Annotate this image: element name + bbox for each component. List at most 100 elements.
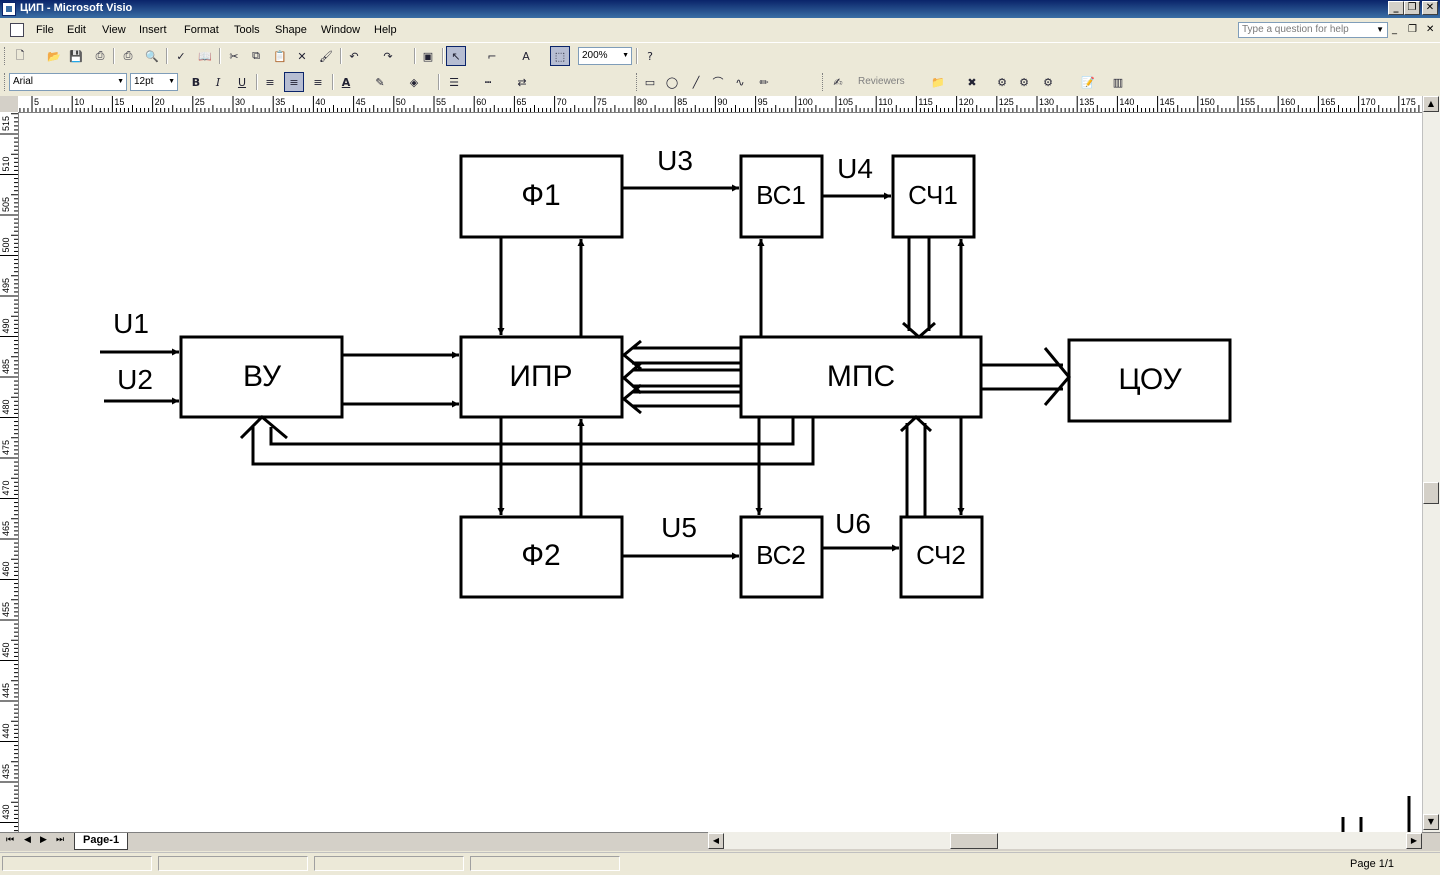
freeform-tool-icon[interactable]: ∿ [735, 75, 745, 89]
arc-tool-icon[interactable]: ⌒ [712, 76, 724, 89]
next-page-icon[interactable]: ▶ [40, 835, 47, 845]
align-left-icon[interactable]: ≡ [265, 75, 275, 89]
horizontal-scrollbar[interactable]: ◀ ▶ [708, 832, 1422, 849]
text-tool-icon[interactable]: A [522, 49, 530, 63]
toolbar-grip[interactable] [822, 73, 826, 91]
restore-button[interactable]: ❐ [1404, 1, 1420, 15]
delete-markup-icon[interactable]: ✖ [967, 75, 977, 89]
line-color-icon[interactable]: ✎ [375, 75, 385, 89]
menu-help[interactable]: Help [374, 24, 397, 36]
connector-tool-icon[interactable]: ⌐ [487, 49, 497, 63]
block-sch1[interactable] [891, 154, 976, 239]
vertical-scrollbar[interactable]: ▲ ▼ [1422, 96, 1440, 832]
open-icon[interactable]: 📂 [47, 49, 61, 63]
tab-page-1[interactable]: Page-1 [74, 833, 129, 850]
reviewers-dropdown[interactable]: Reviewers [858, 76, 905, 87]
line-tool-icon[interactable]: ╱ [692, 75, 700, 89]
line-weight-icon[interactable]: ☰ [449, 75, 459, 89]
print-preview-icon[interactable]: 🔍 [145, 49, 159, 63]
ellipse-tool-icon[interactable]: ◯ [665, 75, 679, 89]
bus-mps-tsou[interactable] [981, 347, 1071, 406]
redo-icon[interactable]: ↷ [383, 49, 393, 63]
bus-sch2-mps[interactable] [899, 414, 933, 517]
doc-minimize-button[interactable]: _ [1392, 24, 1397, 35]
track-markup-icon[interactable]: 📝 [1081, 75, 1095, 89]
last-page-icon[interactable]: ⏭ [56, 835, 65, 845]
align-right-icon[interactable]: ≡ [313, 75, 323, 89]
vertical-scroll-thumb[interactable] [1423, 482, 1439, 504]
menu-tools[interactable]: Tools [234, 24, 260, 36]
fill-color-icon[interactable]: ◈ [409, 75, 419, 89]
bus-mps-ipr-2[interactable] [621, 361, 741, 395]
menu-shape[interactable]: Shape [275, 24, 307, 36]
underline-button[interactable]: U [237, 75, 247, 89]
prev-markup-icon[interactable]: ⚙ [997, 75, 1007, 89]
block-mps[interactable] [739, 335, 983, 419]
shapes-icon[interactable]: ▣ [422, 49, 434, 63]
horizontal-scroll-thumb[interactable] [950, 833, 998, 849]
visio-app-icon[interactable] [2, 2, 16, 16]
first-page-icon[interactable]: ⏮ [6, 835, 15, 845]
close-button[interactable]: ✕ [1422, 1, 1438, 15]
scroll-down-icon[interactable]: ▼ [1423, 814, 1439, 830]
zoom-arrow-icon[interactable]: ▼ [622, 52, 629, 59]
line-ends-icon[interactable]: ⇄ [517, 75, 527, 89]
print-icon[interactable]: ⎙ [123, 49, 133, 62]
bold-button[interactable]: B [191, 75, 201, 89]
menu-view[interactable]: View [102, 24, 126, 36]
pan-zoom-icon[interactable]: ⬚ [550, 46, 570, 66]
paste-icon[interactable]: 📋 [273, 49, 287, 63]
menu-file[interactable]: File [36, 24, 54, 36]
reviewing-pane-icon[interactable]: ▥ [1112, 75, 1124, 89]
block-f1[interactable] [459, 154, 624, 239]
rectangle-tool-icon[interactable]: ▭ [644, 75, 656, 89]
research-icon[interactable]: 📖 [198, 49, 212, 63]
drawing-page[interactable]: Ф1 ВС1 СЧ1 ВУ ИПР МПС ЦОУ Ф2 ВС2 СЧ2 U1 … [19, 113, 1422, 832]
italic-button[interactable]: I [215, 75, 221, 89]
next-markup-icon[interactable]: ⚙ [1019, 75, 1029, 89]
align-center-icon[interactable]: ≡ [284, 72, 304, 92]
bus-mps-ipr-3[interactable] [621, 383, 741, 415]
line-pattern-icon[interactable]: ┅ [484, 75, 492, 89]
save-as-web-icon[interactable]: ⎙ [95, 49, 105, 62]
new-icon[interactable]: 🗋 [15, 48, 25, 62]
delete-icon[interactable]: ✕ [297, 49, 307, 63]
help-icon[interactable]: ? [647, 49, 653, 63]
zoom-dropdown[interactable]: 200% ▼ [578, 47, 632, 65]
format-painter-icon[interactable]: 🖌 [319, 49, 333, 63]
bus-sch1-mps[interactable] [902, 237, 936, 339]
toolbar-grip[interactable] [4, 73, 8, 91]
toolbar-grip[interactable] [636, 73, 640, 91]
pencil-tool-icon[interactable]: ✏ [759, 75, 769, 89]
menu-format[interactable]: Format [184, 24, 219, 36]
scroll-left-icon[interactable]: ◀ [708, 833, 724, 849]
menu-insert[interactable]: Insert [139, 24, 167, 36]
help-question-input[interactable]: Type a question for help ▼ [1238, 22, 1388, 38]
block-ipr[interactable] [459, 335, 624, 419]
font-color-icon[interactable]: A [341, 75, 351, 89]
pointer-tool-icon[interactable]: ↖ [446, 46, 466, 66]
menu-window[interactable]: Window [321, 24, 361, 36]
bus-mps-ipr-1[interactable] [621, 339, 741, 371]
doc-restore-button[interactable]: ❐ [1408, 24, 1417, 35]
font-dropdown[interactable]: Arial ▼ [9, 73, 127, 91]
save-icon[interactable]: 💾 [69, 49, 83, 63]
document-icon[interactable] [10, 23, 24, 37]
copy-icon[interactable]: ⧉ [252, 49, 260, 62]
spelling-icon[interactable]: ✓ [176, 49, 186, 63]
markup-icon[interactable]: ✍ [833, 75, 843, 89]
font-arrow-icon[interactable]: ▼ [117, 78, 124, 85]
menu-edit[interactable]: Edit [67, 24, 86, 36]
doc-close-button[interactable]: ✕ [1426, 24, 1435, 35]
scroll-right-icon[interactable]: ▶ [1406, 833, 1422, 849]
insert-comment-icon[interactable]: 📁 [931, 75, 945, 89]
undo-icon[interactable]: ↶ [349, 49, 359, 63]
cut-icon[interactable]: ✂ [229, 49, 239, 63]
prev-page-icon[interactable]: ◀ [24, 835, 31, 845]
minimize-button[interactable]: _ [1388, 1, 1404, 15]
scroll-up-icon[interactable]: ▲ [1423, 96, 1439, 112]
accept-markup-icon[interactable]: ⚙ [1043, 75, 1053, 89]
bus-mps-vu[interactable] [239, 414, 815, 466]
